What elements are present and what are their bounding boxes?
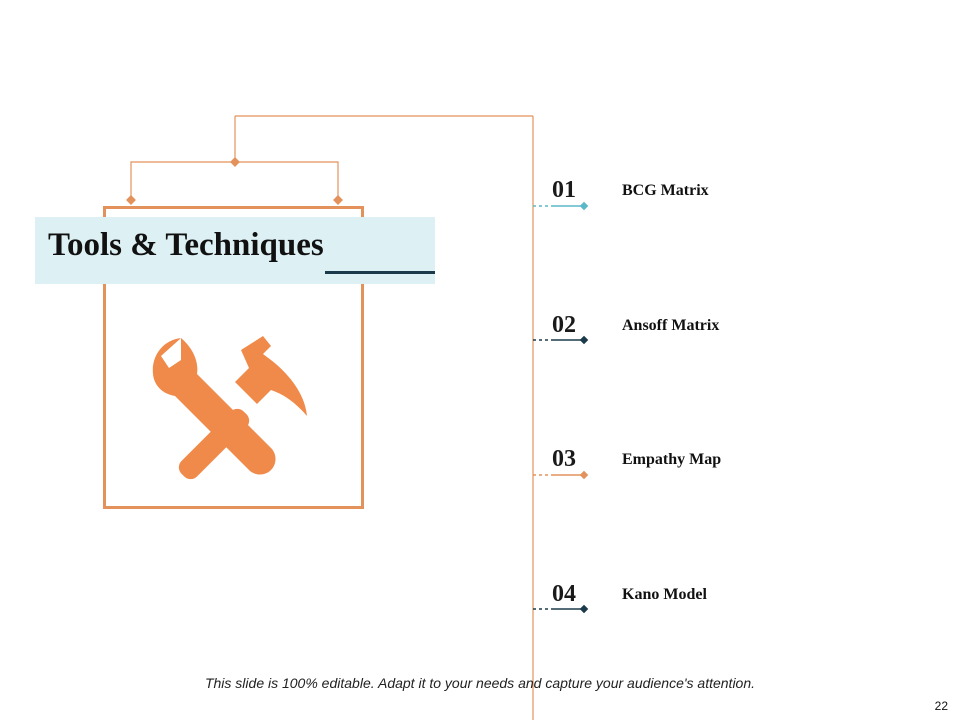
item-number-04: 04 [552, 581, 576, 607]
item-number-02: 02 [552, 312, 576, 338]
icon-frame [103, 206, 364, 509]
page-number: 22 [934, 699, 948, 713]
slide-title: Tools & Techniques [48, 227, 324, 263]
item-label-ansoff-matrix: Ansoff Matrix [622, 317, 720, 334]
title-underline [325, 271, 435, 274]
footer-note: This slide is 100% editable. Adapt it to… [204, 675, 756, 691]
item-number-03: 03 [552, 446, 576, 472]
item-number-01: 01 [552, 177, 576, 203]
item-label-empathy-map: Empathy Map [622, 451, 722, 468]
item-label-kano-model: Kano Model [622, 586, 707, 603]
tools-icon [152, 336, 307, 480]
title-band: Tools & Techniques [35, 217, 435, 284]
item-label-bcg-matrix: BCG Matrix [622, 182, 709, 199]
